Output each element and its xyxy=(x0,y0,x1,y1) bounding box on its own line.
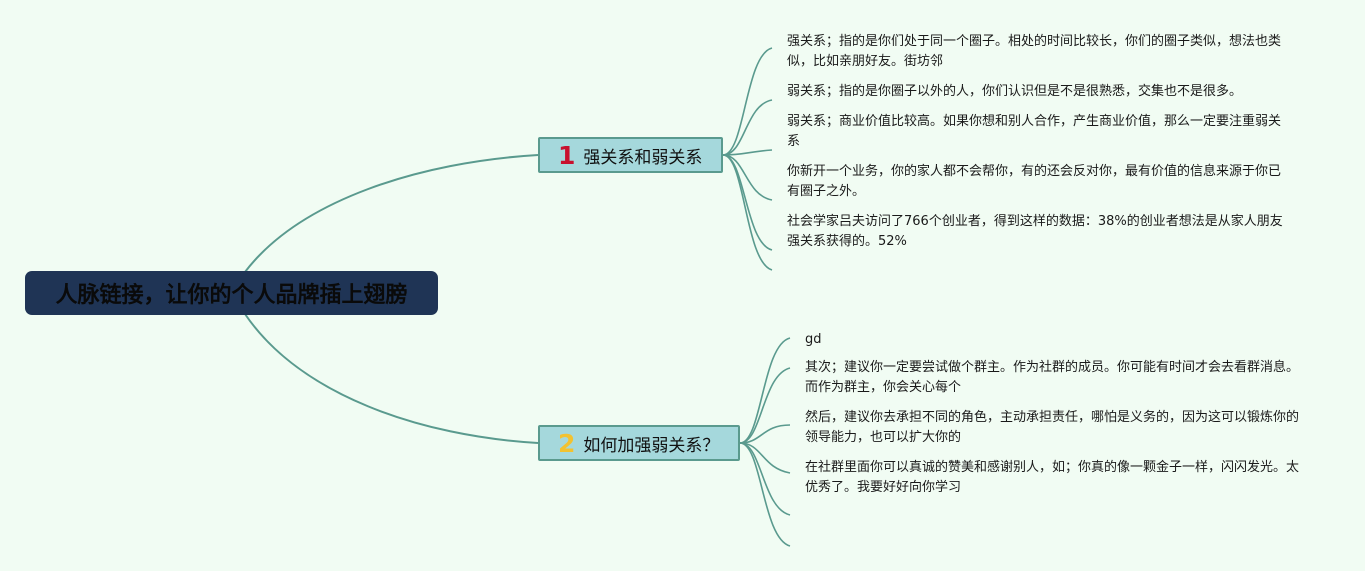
branch-2-leaf-connector xyxy=(739,337,791,444)
subtopic[interactable]: 弱关系；商业价值比较高。如果你想和别人合作，产生商业价值，那么一定要注重弱关系 xyxy=(787,114,1282,149)
branch-2-leaf-connector xyxy=(739,442,791,547)
root-topic[interactable]: 人脉链接，让你的个人品牌插上翅膀 xyxy=(25,271,438,315)
subtopic[interactable]: 社会学家吕夫访问了766个创业者，得到这样的数据：38%的创业者想法是从家人朋友… xyxy=(787,214,1283,249)
number-2-marker: 2 xyxy=(558,428,576,458)
branch-1-leaf-connector xyxy=(722,154,773,201)
subtopic[interactable]: 然后，建议你去承担不同的角色，主动承担责任，哪怕是义务的，因为这可以锻炼你的领导… xyxy=(805,410,1300,445)
root-to-branch-1-connector xyxy=(244,154,539,273)
branch-1-leaf-connector xyxy=(722,47,773,156)
subtopic[interactable]: 在社群里面你可以真诚的赞美和感谢别人，如；你真的像一颗金子一样，闪闪发光。太优秀… xyxy=(805,460,1300,495)
branch-1-leaf-connector xyxy=(722,154,773,251)
subtopic[interactable]: 强关系；指的是你们处于同一个圈子。相处的时间比较长，你们的圈子类似，想法也类似，… xyxy=(787,34,1282,69)
branch-1-leaf-connector xyxy=(722,99,773,156)
number-1-marker: 1 xyxy=(558,140,576,170)
branch-topic-label: 强关系和弱关系 xyxy=(583,147,703,168)
subtopic[interactable]: 你新开一个业务，你的家人都不会帮你，有的还会反对你，最有价值的信息来源于你已有圈… xyxy=(787,164,1282,199)
branch-2-leaf-connector xyxy=(739,424,791,444)
root-to-branch-2-connector xyxy=(244,313,539,444)
branch-topic-label: 如何加强弱关系？ xyxy=(583,435,720,456)
branch-1-leaf-connector xyxy=(722,154,773,271)
branch-2-leaf-connector xyxy=(739,442,791,516)
subtopic[interactable]: gd xyxy=(805,332,822,347)
branch-topic-2[interactable]: 2 如何加强弱关系？ xyxy=(538,425,740,461)
branch-1-leaf-connector xyxy=(722,149,773,156)
branch-topic-1[interactable]: 1 强关系和弱关系 xyxy=(538,137,723,173)
subtopic[interactable]: 弱关系；指的是你圈子以外的人，你们认识但是不是很熟悉，交集也不是很多。 xyxy=(787,84,1243,99)
root-topic-label: 人脉链接，让你的个人品牌插上翅膀 xyxy=(55,283,408,308)
branch-2-leaf-connector xyxy=(739,367,791,444)
subtopic[interactable]: 其次；建议你一定要尝试做个群主。作为社群的成员。你可能有时间才会去看群消息。而作… xyxy=(805,360,1300,395)
